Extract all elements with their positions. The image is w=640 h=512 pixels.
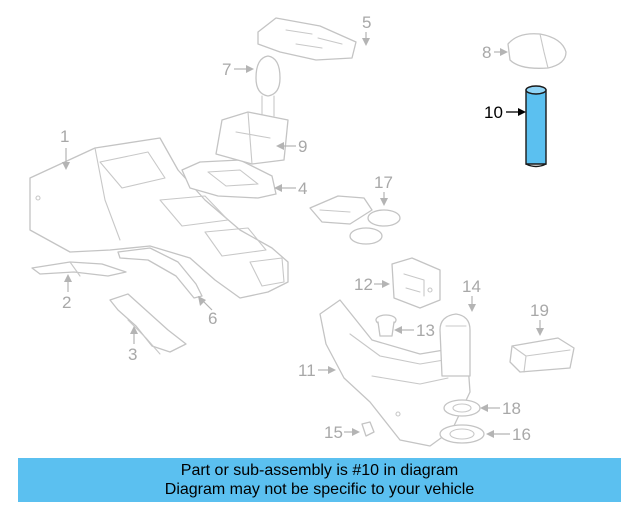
callout-14[interactable]: 14 (462, 277, 481, 312)
callout-14-label: 14 (462, 277, 481, 296)
part-12-storage-bracket (391, 257, 441, 309)
info-banner: Part or sub-assembly is #10 in diagram D… (18, 458, 621, 502)
callout-19[interactable]: 19 (530, 301, 549, 336)
callout-11-label: 11 (298, 361, 316, 380)
banner-line-2: Diagram may not be specific to your vehi… (164, 481, 475, 498)
callout-7-label: 7 (222, 60, 231, 79)
callout-15[interactable]: 15 (324, 423, 360, 442)
callout-12[interactable]: 12 (354, 275, 390, 294)
part-3-bracket (109, 293, 187, 355)
callout-4[interactable]: 4 (274, 179, 307, 198)
parts-diagram: 1 2 3 4 5 6 7 8 9 10 (29, 13, 575, 447)
callout-6-label: 6 (208, 309, 217, 328)
part-18-cup-ring (443, 399, 481, 417)
part-4-shift-plate (181, 159, 277, 199)
callout-7[interactable]: 7 (222, 60, 254, 79)
callout-18[interactable]: 18 (480, 399, 521, 418)
callout-13-label: 13 (416, 321, 435, 340)
part-7-shift-knob (255, 55, 281, 117)
callout-6[interactable]: 6 (198, 296, 217, 328)
callout-10-label: 10 (484, 103, 503, 122)
callout-15-label: 15 (324, 423, 343, 442)
part-5-trim-plate (257, 17, 357, 61)
callout-19-label: 19 (530, 301, 549, 320)
callout-9-label: 9 (298, 137, 307, 156)
callout-16-label: 16 (512, 425, 531, 444)
callout-18-label: 18 (502, 399, 521, 418)
callout-11[interactable]: 11 (298, 361, 336, 380)
callout-13[interactable]: 13 (394, 321, 435, 340)
part-10-tube[interactable] (525, 85, 547, 168)
callout-2[interactable]: 2 (62, 274, 72, 312)
callout-17[interactable]: 17 (374, 173, 393, 206)
callout-2-label: 2 (62, 293, 71, 312)
part-15-plug (361, 421, 375, 437)
callout-16[interactable]: 16 (486, 425, 531, 444)
part-17-cup-holder-unit (309, 195, 401, 245)
callout-17-label: 17 (374, 173, 393, 192)
part-14-armrest-lid (439, 313, 471, 377)
callout-12-label: 12 (354, 275, 373, 294)
part-19-ash-tray (509, 337, 575, 373)
callout-9[interactable]: 9 (276, 137, 307, 156)
part-2-bracket (31, 261, 127, 277)
callout-10[interactable]: 10 (484, 103, 526, 122)
part-9-shift-boot (215, 111, 289, 165)
part-6-trim-strip (117, 247, 203, 299)
callout-4-label: 4 (298, 179, 307, 198)
callout-1[interactable]: 1 (60, 127, 70, 170)
part-1-console (29, 137, 289, 299)
callout-5[interactable]: 5 (362, 13, 371, 46)
callout-3-label: 3 (128, 345, 137, 364)
callout-3[interactable]: 3 (128, 326, 138, 364)
callout-5-label: 5 (362, 13, 371, 32)
callout-1-label: 1 (60, 127, 69, 146)
callout-8[interactable]: 8 (482, 43, 508, 62)
banner-line-1: Part or sub-assembly is #10 in diagram (180, 462, 459, 479)
part-13-cup-insert (375, 314, 397, 337)
part-16-cup-holder (439, 424, 485, 444)
callout-8-label: 8 (482, 43, 491, 62)
part-8-knob-cap (507, 33, 567, 69)
